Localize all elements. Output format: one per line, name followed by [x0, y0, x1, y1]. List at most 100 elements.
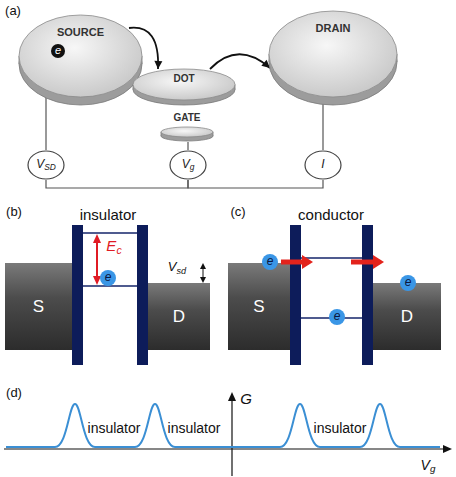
- gate-voltage-source: Vg: [169, 150, 207, 180]
- label-text: e: [405, 275, 412, 289]
- disk-top: [161, 127, 213, 137]
- disk-top: [133, 69, 235, 100]
- wire-line: [187, 142, 188, 150]
- label-text: insulator: [80, 206, 137, 223]
- circuit-wire: [188, 180, 323, 188]
- node-text: DRAIN: [316, 22, 351, 35]
- node-text: D: [401, 307, 413, 327]
- node-text: D: [173, 307, 185, 327]
- label-text: E: [106, 237, 116, 254]
- y-axis: [231, 400, 232, 476]
- source-electrode: SOURCE: [18, 14, 143, 106]
- electron-path: [210, 54, 270, 69]
- disk-top: [269, 11, 397, 97]
- arrow-head: [302, 255, 313, 269]
- label: (a): [5, 4, 21, 17]
- quantum-dot: DOT: [132, 68, 236, 106]
- electron-path-line: [210, 54, 270, 69]
- node-text: DOT: [173, 73, 194, 85]
- subscript: c: [116, 244, 121, 256]
- label: insulator: [314, 421, 367, 435]
- charging-energy-arrow: [96, 242, 98, 277]
- label: e: [267, 255, 274, 267]
- label-text: e: [267, 254, 274, 268]
- node-label: S: [253, 297, 264, 316]
- electron-dot: [100, 270, 116, 286]
- node-text: S: [33, 297, 44, 317]
- label-text: insulator: [168, 420, 221, 436]
- electron-dot: [51, 44, 65, 58]
- node-text: I: [321, 158, 324, 172]
- arrow-head: [154, 61, 162, 69]
- wire-line: [188, 180, 323, 188]
- arrow-head: [93, 234, 101, 243]
- electron-dot: [329, 309, 345, 325]
- node-label: I: [321, 157, 324, 171]
- label-text: (d): [6, 385, 22, 400]
- wire-line: [46, 180, 188, 188]
- tunneling-arrow: [281, 260, 303, 265]
- drain-electrode: DRAIN: [268, 10, 398, 106]
- node-text: S: [253, 297, 264, 317]
- drain-lead: D: [373, 283, 441, 350]
- tunnel-barrier: [362, 225, 373, 365]
- voltage-source: VSD: [27, 150, 65, 180]
- node-label: SOURCE: [57, 26, 104, 38]
- axis-arrow: [443, 445, 452, 453]
- label: e: [105, 271, 112, 283]
- label-text: e: [334, 309, 341, 323]
- drain-lead: D: [148, 283, 210, 350]
- node-label: D: [173, 307, 185, 326]
- node-label: V: [36, 157, 44, 171]
- tunneling-arrow: [351, 260, 374, 265]
- label: insulator: [88, 421, 141, 435]
- label: G: [240, 391, 252, 406]
- circuit-wire: [188, 142, 189, 150]
- source-lead: S: [228, 263, 290, 350]
- circuit-wire: [46, 96, 47, 150]
- subscript: g: [430, 463, 435, 474]
- label-text: (c): [230, 204, 245, 219]
- label-text: V: [168, 259, 177, 274]
- subscript: SD: [44, 162, 56, 172]
- node-text: VSD: [36, 158, 56, 173]
- node-label: GATE: [173, 112, 200, 123]
- source-lead: S: [5, 263, 72, 350]
- disk-top: [19, 15, 142, 97]
- arrow-head: [200, 263, 206, 269]
- current-meter: I: [304, 150, 342, 180]
- gate-electrode: GATE: [160, 112, 214, 142]
- circle-outline: [170, 151, 206, 179]
- bias-arrow: [203, 268, 204, 278]
- label-text: G: [240, 390, 252, 407]
- label-text: e: [105, 270, 112, 284]
- arrow-head: [373, 255, 384, 269]
- electron-dot: [400, 275, 416, 291]
- label-text: V: [421, 457, 430, 473]
- label-text: insulator: [88, 420, 141, 436]
- label: (d): [6, 386, 22, 399]
- circuit-wire: [323, 102, 324, 150]
- label: e: [334, 310, 341, 322]
- node-label: D: [401, 307, 413, 326]
- label-text: conductor: [298, 206, 364, 223]
- electron-dot: [262, 254, 278, 270]
- label: insulator: [80, 207, 137, 222]
- label: e: [405, 276, 412, 288]
- label: (c): [230, 205, 245, 218]
- label: conductor: [298, 207, 364, 222]
- wire-line: [45, 96, 46, 150]
- wire-line: [322, 102, 323, 150]
- tunnel-barrier: [290, 225, 301, 365]
- subscript: sd: [177, 266, 187, 276]
- label-text: (b): [6, 204, 22, 219]
- label: e: [55, 45, 61, 56]
- circle-outline: [28, 151, 64, 179]
- node-text: GATE: [173, 112, 200, 124]
- energy-level: [301, 257, 362, 259]
- node-label: DRAIN: [316, 22, 351, 34]
- tunnel-barrier: [137, 225, 148, 365]
- axis-arrow: [228, 392, 236, 401]
